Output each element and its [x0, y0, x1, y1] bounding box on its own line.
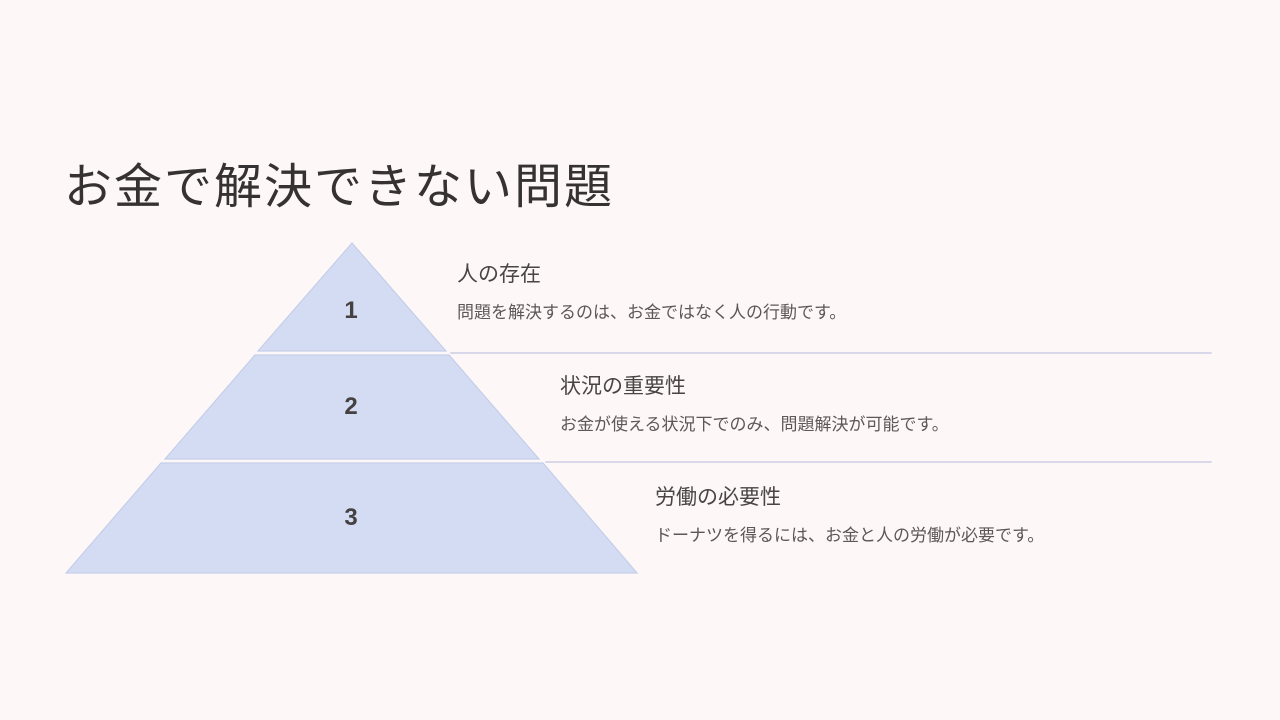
tier-1-number: 1 — [344, 297, 358, 324]
level-2-entry: 状況の重要性 お金が使える状況下でのみ、問題解決が可能です。 — [560, 373, 949, 437]
tier-3-number: 3 — [344, 504, 358, 531]
level-1-heading: 人の存在 — [457, 263, 541, 286]
level-3-heading: 労働の必要性 — [655, 486, 781, 509]
level-1-description: 問題を解決するのは、お金ではなく人の行動です。 — [457, 303, 847, 322]
level-1-entry: 人の存在 問題を解決するのは、お金ではなく人の行動です。 — [457, 261, 846, 325]
tier-2-number: 2 — [344, 393, 358, 420]
level-3-description: ドーナツを得るには、お金と人の労働が必要です。 — [655, 526, 1045, 545]
level-2-heading: 状況の重要性 — [560, 375, 686, 398]
slide-title: お金で解決できない問題 — [64, 161, 615, 214]
level-2-description: お金が使える状況下でのみ、問題解決が可能です。 — [560, 415, 949, 434]
level-3-entry: 労働の必要性 ドーナツを得るには、お金と人の労働が必要です。 — [655, 484, 1044, 548]
